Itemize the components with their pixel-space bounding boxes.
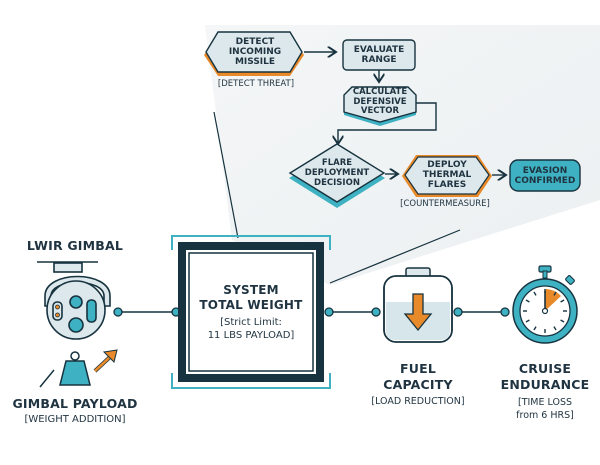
stopwatch-tick: [525, 299, 530, 303]
node-evasion-confirmed: [509, 159, 581, 192]
evasion-line-2: CONFIRMED: [514, 176, 576, 186]
cruise-endurance-caption: [TIME LOSS from 6 HRS]: [495, 396, 595, 422]
detect-caption: [DETECT THREAT]: [217, 79, 295, 89]
stopwatch-tick: [553, 291, 557, 296]
stopwatch-icon: [512, 265, 578, 344]
system-total-weight-box: [171, 235, 331, 389]
calculate-node-label: CALCULATE DEFENSIVE VECTOR: [344, 87, 416, 117]
system-caption-line-1: [Strict Limit:: [220, 317, 282, 328]
zoom-callout-panel: [205, 25, 600, 285]
fuel-capacity-caption: [LOAD REDUCTION]: [371, 396, 465, 407]
decision-line-1: FLARE: [321, 158, 353, 168]
system-title-line-2: TOTAL WEIGHT: [199, 298, 303, 312]
lwir-gimbal-title: LWIR GIMBAL: [26, 238, 124, 253]
evaluate-line-1: EVALUATE: [353, 45, 405, 55]
payload-weight-icon: [39, 351, 91, 388]
fuel-capacity-title: FUEL CAPACITY: [364, 361, 472, 393]
system-title-line-1: SYSTEM: [223, 283, 279, 297]
system-total-weight-caption: [Strict Limit: 11 LBS PAYLOAD]: [189, 316, 313, 342]
detect-line-1: DETECT: [235, 37, 275, 47]
lwir-gimbal-icon: [37, 261, 111, 340]
decision-line-3: DECISION: [314, 178, 360, 188]
deploy-node-label: DEPLOY THERMAL FLARES: [405, 160, 489, 190]
detect-node-label: DETECT INCOMING MISSILE: [212, 37, 298, 67]
callout-line-left: [213, 111, 239, 239]
cruise-caption-line-1: [TIME LOSS: [517, 397, 573, 408]
stopwatch-tick: [533, 326, 537, 331]
callout-line-right: [329, 229, 461, 284]
detect-line-2: INCOMING: [228, 47, 282, 57]
evaluate-node-label: EVALUATE RANGE: [343, 45, 415, 65]
stopwatch-tick: [560, 299, 565, 303]
node-deploy-thermal-flares: [402, 155, 492, 197]
cruise-title-line-2: ENDURANCE: [500, 377, 590, 392]
detect-line-3: MISSILE: [234, 57, 276, 67]
deploy-line-1: DEPLOY: [427, 160, 467, 170]
node-detect-incoming-missile: [204, 31, 304, 76]
evasion-node-label: EVASION CONFIRMED: [510, 166, 580, 186]
fuel-title-line-2: CAPACITY: [383, 377, 453, 392]
deploy-caption: [COUNTERMEASURE]: [400, 199, 490, 209]
node-calculate-defensive-vector: [343, 86, 417, 126]
gimbal-payload-title: GIMBAL PAYLOAD: [12, 396, 138, 411]
evasion-line-1: EVASION: [522, 166, 568, 176]
calculate-line-3: VECTOR: [360, 106, 400, 116]
fuel-down-arrow-icon: [403, 293, 433, 332]
node-flare-deployment-decision: [288, 143, 386, 208]
calculate-line-2: DEFENSIVE: [353, 96, 407, 107]
cruise-caption-line-2: from 6 HRS]: [516, 410, 574, 421]
system-caption-line-2: 11 LBS PAYLOAD]: [207, 330, 295, 341]
calculate-line-1: CALCULATE: [352, 87, 408, 97]
stopwatch-tick: [553, 326, 557, 331]
system-total-weight-title: SYSTEM TOTAL WEIGHT: [189, 283, 313, 313]
cruise-title-line-1: CRUISE: [518, 361, 572, 376]
decision-line-2: DEPLOYMENT: [304, 168, 370, 178]
weight-increase-arrow-icon: [93, 349, 118, 373]
stopwatch-tick: [525, 319, 530, 323]
stopwatch-tick: [560, 319, 565, 323]
deploy-line-2: THERMAL: [422, 170, 472, 180]
decision-node-label: FLARE DEPLOYMENT DECISION: [292, 158, 382, 188]
deploy-line-3: FLARES: [427, 180, 467, 190]
fuel-title-line-1: FUEL: [400, 361, 436, 376]
evaluate-line-2: RANGE: [361, 55, 397, 65]
gimbal-payload-caption: [WEIGHT ADDITION]: [24, 414, 126, 425]
arrow-calculate-to-decision: [338, 102, 437, 144]
cruise-endurance-title: CRUISE ENDURANCE: [495, 361, 595, 393]
stopwatch-tick: [533, 291, 537, 296]
